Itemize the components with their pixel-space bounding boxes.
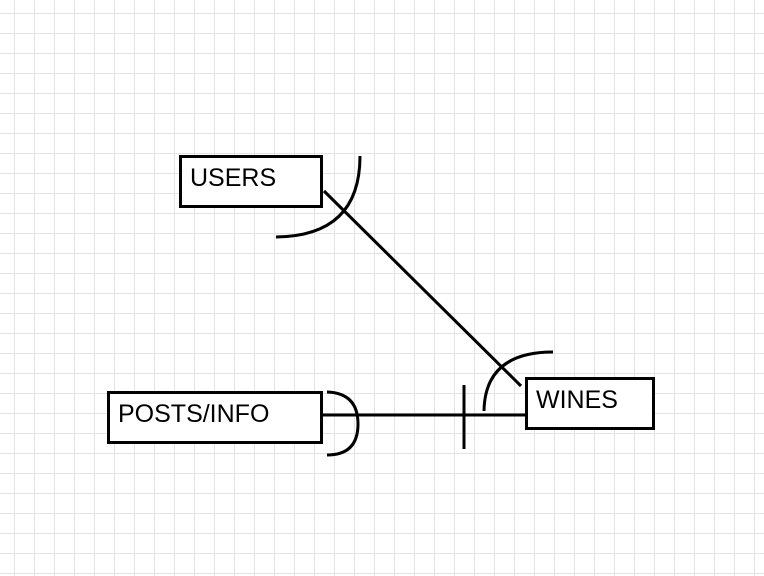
users-wines-line[interactable] bbox=[322, 189, 523, 388]
entity-posts-info[interactable]: POSTS/INFO bbox=[107, 391, 323, 444]
users-end-arc-marker bbox=[275, 155, 362, 239]
entity-users[interactable]: USERS bbox=[179, 155, 323, 208]
entity-users-label: USERS bbox=[190, 164, 277, 192]
entity-wines[interactable]: WINES bbox=[525, 377, 655, 430]
posts-end-bracket-marker bbox=[326, 390, 360, 457]
entity-wines-label: WINES bbox=[536, 386, 618, 414]
wines-end-arc-marker bbox=[482, 350, 554, 412]
entity-posts-info-label: POSTS/INFO bbox=[118, 400, 270, 428]
